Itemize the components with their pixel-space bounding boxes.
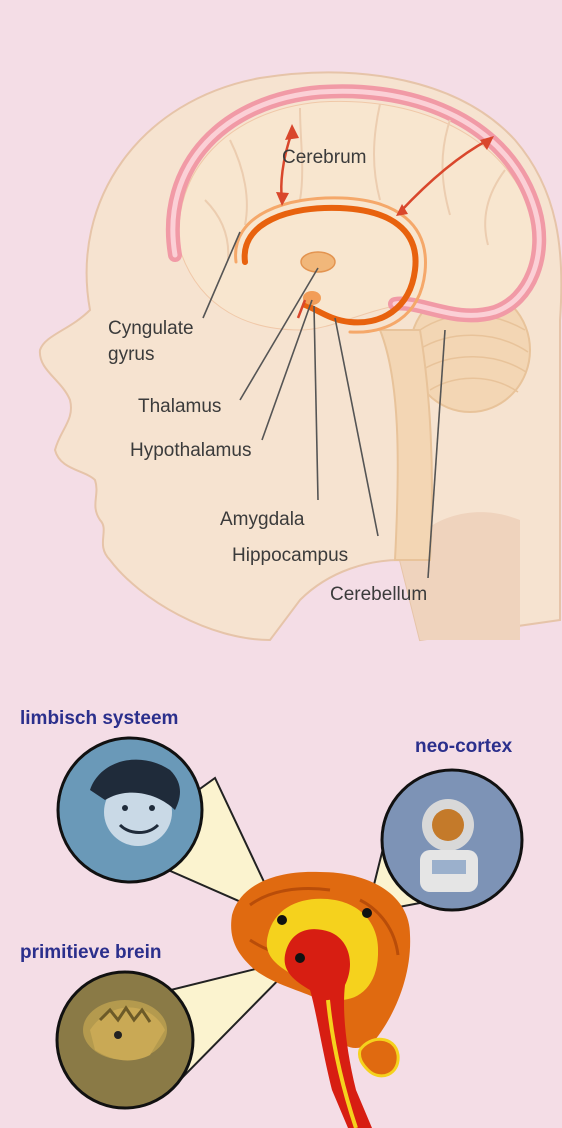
dot-limbic (277, 915, 287, 925)
head-illustration: Cerebrum Cyngulate gyrus Thalamus Hypoth… (40, 72, 562, 640)
amygdala-shape (303, 291, 321, 305)
small-lobe (359, 1039, 398, 1076)
photo-neocortex (382, 770, 522, 910)
dot-neocortex (362, 908, 372, 918)
label-primitieve: primitieve brein (20, 942, 162, 963)
label-limbisch: limbisch systeem (20, 708, 178, 729)
label-cerebrum: Cerebrum (282, 147, 366, 168)
photo-primitive (57, 972, 193, 1108)
label-cyngulate: Cyngulate (108, 318, 194, 339)
label-thalamus: Thalamus (138, 396, 221, 417)
label-hippocampus: Hippocampus (232, 545, 348, 566)
label-gyrus: gyrus (108, 344, 154, 365)
triune-brain-illustration: limbisch systeem neo-cortex primitieve b… (20, 708, 522, 1128)
label-hypothalamus: Hypothalamus (130, 440, 251, 461)
label-cerebellum: Cerebellum (330, 584, 427, 605)
dot-primitive (295, 953, 305, 963)
label-neocortex: neo-cortex (415, 736, 513, 757)
photo-limbic (58, 738, 202, 882)
label-amygdala: Amygdala (220, 509, 305, 530)
